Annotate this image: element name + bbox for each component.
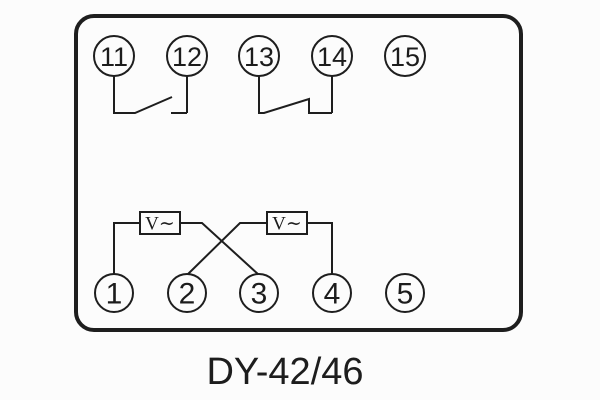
terminal-1-label: 1 bbox=[106, 278, 123, 311]
contact-13-14 bbox=[258, 76, 333, 114]
voltmeter-box-1 bbox=[139, 211, 181, 235]
terminal-12-label: 12 bbox=[172, 42, 202, 72]
terminal-12: 12 bbox=[166, 35, 208, 77]
contact-11-12-blade bbox=[113, 76, 173, 114]
terminal-14: 14 bbox=[311, 35, 353, 77]
terminal-15-circle bbox=[384, 35, 426, 77]
contact-11-12-fixed bbox=[171, 76, 188, 114]
wire-1-to-voltmeter1 bbox=[113, 222, 140, 274]
terminal-4: 4 bbox=[312, 273, 352, 313]
terminal-15-label: 15 bbox=[390, 42, 420, 72]
wire-voltmeter1-to-3 bbox=[180, 222, 260, 276]
terminal-11-label: 11 bbox=[100, 42, 128, 72]
terminal-13-label: 13 bbox=[244, 42, 274, 72]
voltmeter-label-1: V∼ bbox=[145, 214, 175, 235]
terminal-14-circle bbox=[311, 35, 353, 77]
terminal-11-circle bbox=[93, 35, 135, 77]
terminal-13-circle bbox=[238, 35, 280, 77]
terminal-2: 2 bbox=[167, 273, 207, 313]
terminal-2-label: 2 bbox=[179, 278, 196, 311]
voltmeter-box-2 bbox=[266, 211, 308, 235]
terminal-4-circle bbox=[312, 273, 352, 313]
terminal-4-label: 4 bbox=[324, 278, 341, 311]
terminal-5-circle bbox=[385, 273, 425, 313]
relay-case-outline bbox=[74, 14, 523, 332]
terminal-12-circle bbox=[166, 35, 208, 77]
terminal-1: 1 bbox=[94, 273, 134, 313]
terminal-11: 11 bbox=[93, 35, 135, 77]
model-title: DY-42/46 bbox=[206, 351, 364, 393]
terminal-3-label: 3 bbox=[251, 278, 268, 311]
terminal-1-circle bbox=[94, 273, 134, 313]
terminal-3: 3 bbox=[239, 273, 279, 313]
terminal-5-label: 5 bbox=[397, 278, 414, 311]
voltmeter-label-2: V∼ bbox=[272, 214, 302, 235]
wire-2-to-voltmeter2 bbox=[186, 222, 267, 276]
wire-voltmeter2-to-4 bbox=[307, 222, 333, 274]
terminal-13: 13 bbox=[238, 35, 280, 77]
terminal-3-circle bbox=[239, 273, 279, 313]
terminal-5: 5 bbox=[385, 273, 425, 313]
terminal-14-label: 14 bbox=[317, 42, 347, 72]
terminal-15: 15 bbox=[384, 35, 426, 77]
terminal-2-circle bbox=[167, 273, 207, 313]
